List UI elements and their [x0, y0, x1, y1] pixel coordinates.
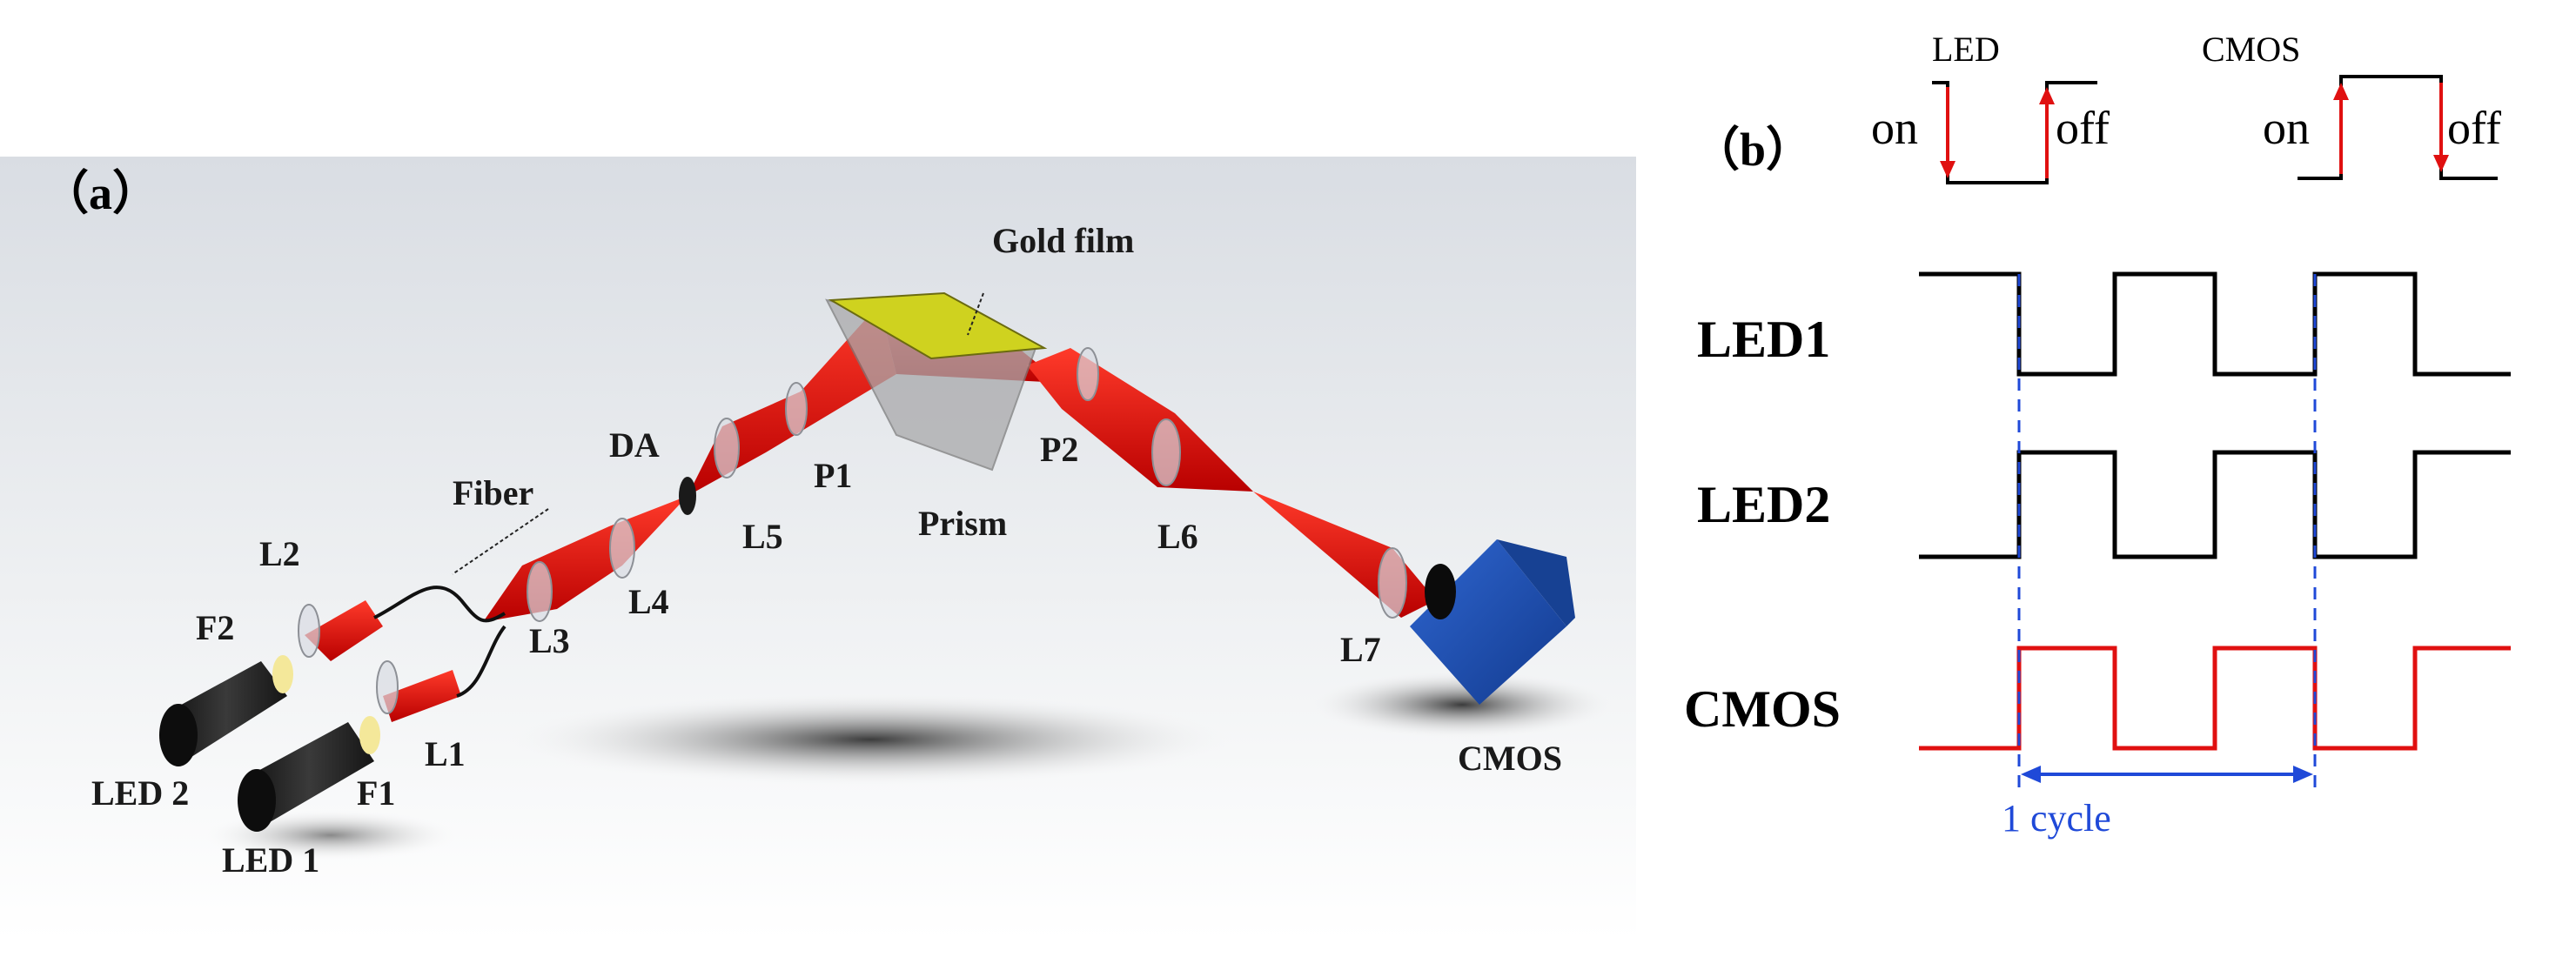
legend-cmos: CMOS on off	[2202, 30, 2501, 180]
lens-l5	[714, 418, 740, 478]
cycle-arrow-right-head	[2293, 766, 2313, 783]
waveform-cmos	[1919, 646, 2511, 751]
legend-cmos-off: off	[2447, 102, 2501, 154]
label-l3: L3	[529, 621, 570, 660]
legend-led-on-arrowhead	[1940, 161, 1955, 178]
legend-cmos-on: on	[2263, 102, 2310, 154]
lens-l4	[609, 518, 635, 579]
lens-l7	[1378, 547, 1407, 619]
label-l2: L2	[259, 534, 300, 573]
label-led2: LED 2	[91, 773, 189, 813]
label-gold-film: Gold film	[992, 221, 1134, 260]
beam-led1	[383, 670, 461, 722]
legend-led-on: on	[1871, 102, 1918, 154]
label-prism: Prism	[918, 504, 1007, 543]
label-p1: P1	[814, 456, 852, 495]
lens-l1	[376, 660, 399, 714]
cycle-arrow-left-head	[2021, 766, 2041, 783]
filter-f2	[272, 655, 293, 693]
polarizer-p2	[1077, 347, 1099, 401]
legend-led-title: LED	[1932, 30, 2000, 69]
signal-name-cmos: CMOS	[1684, 680, 1841, 738]
label-p2: P2	[1040, 430, 1078, 469]
waveform-led2	[1919, 450, 2511, 559]
cmos-camera	[1410, 539, 1575, 705]
label-fiber: Fiber	[453, 473, 533, 512]
camera-side	[1497, 539, 1575, 626]
led-1-face	[238, 769, 276, 832]
fiber-leader	[452, 508, 549, 575]
legend-led: LED on off	[1871, 30, 2110, 184]
camera-body	[1410, 539, 1566, 705]
label-led1: LED 1	[222, 840, 319, 880]
label-f2: F2	[196, 608, 234, 647]
led-1	[238, 716, 380, 832]
lenses	[298, 347, 1407, 714]
led-2-face	[159, 704, 198, 766]
lens-l6	[1151, 418, 1181, 486]
legend-led-wave	[1932, 81, 2097, 184]
label-l5: L5	[742, 517, 783, 556]
legend-cmos-off-arrowhead	[2433, 155, 2449, 172]
legend-cmos-title: CMOS	[2202, 30, 2300, 69]
panel-b-label: （b）	[1693, 124, 1813, 176]
label-l4: L4	[628, 582, 669, 621]
gold-film	[828, 291, 1048, 360]
filter-f1	[359, 716, 380, 754]
panel-b: （b） LED on off CMOS on off LED1 LED2 CMO…	[1684, 30, 2511, 840]
lens-l3	[527, 561, 553, 622]
legend-led-off-arrowhead	[2039, 87, 2055, 104]
label-f1: F1	[357, 773, 395, 813]
label-l7: L7	[1340, 630, 1381, 669]
gold-film-leader	[967, 292, 984, 336]
beam-shadow	[496, 692, 1244, 787]
panel-a-label: （a）	[42, 167, 159, 219]
polarizer-p1	[785, 382, 808, 436]
signal-name-led1: LED1	[1697, 311, 1830, 368]
aperture-da	[679, 477, 696, 515]
waveform-led1	[1919, 271, 2511, 377]
label-da: DA	[609, 425, 660, 465]
signal-name-led2: LED2	[1697, 476, 1830, 533]
cycle-label: 1 cycle	[2002, 797, 2111, 840]
lens-l2	[298, 604, 320, 658]
fiber-b	[456, 625, 506, 698]
legend-led-off: off	[2056, 102, 2110, 154]
led-2	[159, 655, 293, 766]
label-cmos: CMOS	[1458, 739, 1562, 778]
legend-cmos-on-arrowhead	[2333, 83, 2349, 100]
camera-shadow	[1305, 670, 1619, 740]
fiber-a	[373, 586, 506, 623]
led-1-body	[244, 722, 374, 822]
label-l1: L1	[425, 734, 466, 773]
beam-led2	[305, 600, 383, 661]
labels-a: Gold film Prism Fiber DA P1 P2 L1 L2 L3 …	[91, 221, 1562, 880]
label-l6: L6	[1157, 517, 1198, 556]
panel-a: （a）	[0, 157, 1636, 940]
legend-cmos-wave	[2298, 75, 2498, 180]
camera-lens	[1425, 564, 1456, 619]
